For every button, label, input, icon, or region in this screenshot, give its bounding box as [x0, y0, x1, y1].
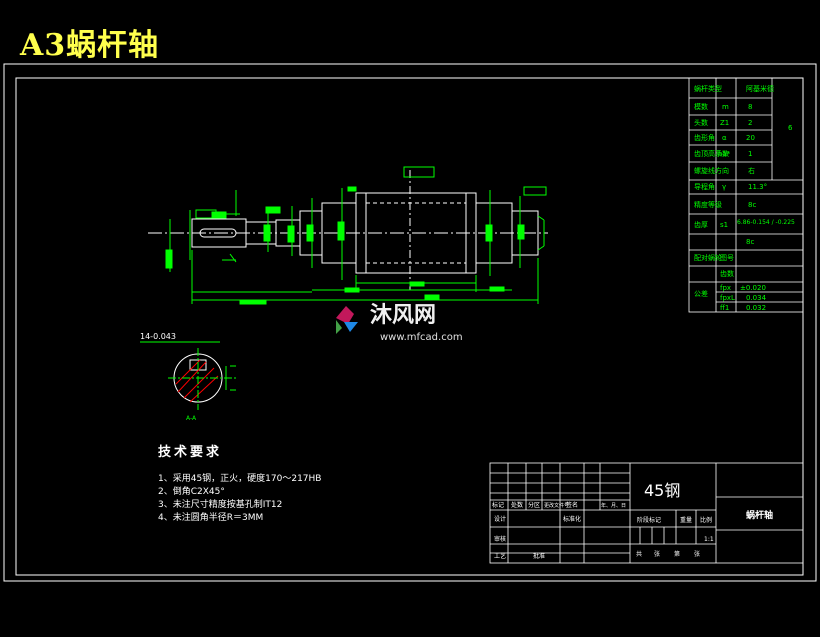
param-name: 配对蜗轮 — [694, 253, 722, 262]
material-label: 45钢 — [644, 481, 680, 500]
param-val: 2 — [748, 119, 752, 127]
param-sym: m — [722, 103, 729, 111]
inner-frame — [15, 77, 804, 576]
param-val: 1 — [748, 150, 752, 158]
tb-label: 分区 — [528, 501, 540, 509]
param-name: 模数 — [694, 102, 708, 111]
param-name: 齿形角 — [694, 133, 715, 142]
param-name: 头数 — [694, 118, 708, 127]
section-label: A-A — [186, 415, 197, 422]
tb-label: 张 — [654, 550, 660, 558]
param-val: ±0.020 — [740, 284, 766, 292]
outer-frame — [3, 63, 817, 582]
section-dim: 14-0.043 — [140, 332, 176, 341]
tech-req-item: 1、采用45钢，正火，硬度170～217HB — [158, 472, 321, 484]
tb-label: 阶段标记 — [637, 516, 661, 524]
tech-req-item: 4、未注圆角半径R＝3MM — [158, 511, 263, 523]
tb-label: 重量 — [680, 516, 692, 524]
param-name: 螺旋线方向 — [694, 166, 729, 175]
param-sym: α — [722, 134, 727, 142]
tb-label: 标准化 — [563, 515, 581, 523]
tb-label: 更改文件号 — [544, 502, 569, 509]
tb-label: 比例 — [700, 516, 712, 524]
tech-req-item: 3、未注尺寸精度按基孔制IT12 — [158, 498, 282, 510]
param-val: 8c — [746, 238, 754, 246]
tb-label: 设计 — [494, 515, 506, 523]
param-name: 导程角 — [694, 182, 715, 191]
tb-label: 处数 — [511, 501, 523, 509]
param-val: 20 — [746, 134, 755, 142]
tb-label: 张 — [694, 550, 700, 558]
tb-label: 工艺 — [494, 552, 506, 560]
param-val: 6.86-0.154 / -0.225 — [737, 219, 795, 226]
tb-label: 标记 — [492, 501, 504, 509]
param-header: 阿基米德 — [746, 84, 774, 93]
param-sym: γ — [722, 183, 726, 191]
section-view — [140, 341, 236, 410]
part-name: 蜗杆轴 — [746, 509, 773, 521]
param-sym: s1 — [720, 221, 728, 229]
watermark-logo — [336, 306, 358, 334]
tb-label: 签名 — [566, 501, 578, 509]
param-val: 11.3° — [748, 183, 767, 191]
param-sym: fpx — [720, 284, 731, 292]
param-table — [688, 77, 804, 313]
tb-label: 批准 — [533, 552, 545, 560]
tech-req-heading: 技术要求 — [158, 444, 222, 460]
param-val: 8 — [748, 103, 752, 111]
watermark-url: www.mfcad.com — [380, 332, 463, 343]
param-val: 齿数 — [720, 269, 734, 278]
param-name: 齿厚 — [694, 221, 708, 229]
shaft-drawing — [148, 166, 548, 305]
watermark-brand: 沐风网 — [370, 303, 436, 328]
param-sym: Z1 — [720, 119, 729, 127]
param-val: 0.034 — [746, 294, 767, 302]
tb-label: 年、月、日 — [601, 502, 626, 509]
param-val: 8c — [748, 201, 756, 209]
param-sym: fpxL — [720, 294, 735, 302]
param-val: 图号 — [720, 254, 734, 262]
tech-req-item: 2、倒角C2X45° — [158, 485, 225, 497]
param-name: 公差 — [694, 289, 708, 298]
param-name: 齿顶高系数 — [694, 149, 729, 158]
param-val: 0.032 — [746, 304, 766, 312]
tb-scale: 1:1 — [704, 536, 714, 543]
param-val: 右 — [748, 166, 755, 175]
param-side-note: 6 — [788, 124, 793, 132]
param-sym: ha* — [718, 150, 731, 158]
page-title: A3蜗杆轴 — [20, 28, 160, 63]
param-name: 精度等级 — [694, 200, 722, 209]
tb-label: 共 — [636, 550, 642, 558]
title-block — [489, 462, 804, 564]
param-sym: ff1 — [720, 304, 729, 312]
tb-label: 审核 — [494, 535, 506, 543]
tb-label: 第 — [674, 550, 680, 558]
param-header: 蜗杆类型 — [694, 84, 722, 93]
